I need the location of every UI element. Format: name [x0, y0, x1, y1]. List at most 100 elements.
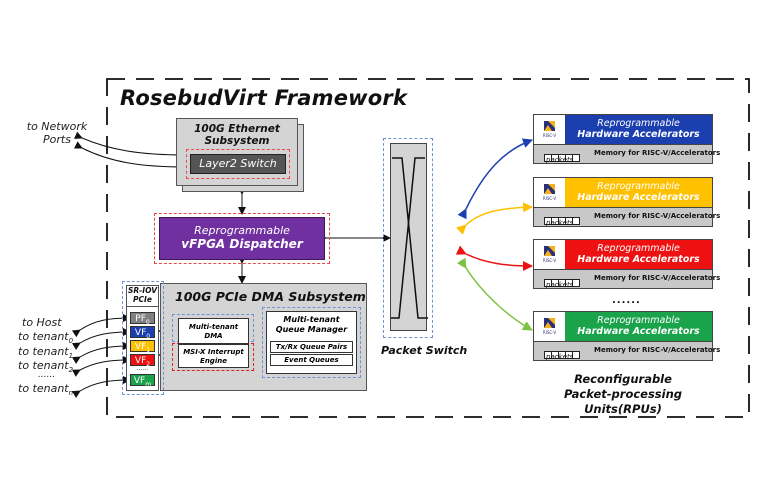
function-sub: 0 [145, 318, 150, 326]
tenant-label-text: to tenant [18, 330, 69, 343]
function-sub: m [145, 380, 152, 388]
network-link-2 [73, 141, 187, 171]
txrx-queue-pairs: Tx/Rx Queue Pairs [270, 341, 353, 353]
framework-title: RosebudVirt Framework [120, 86, 408, 110]
network-link-1 [73, 131, 187, 159]
svg-text:RISC-V: RISC-V [543, 196, 557, 201]
layer2-switch: Layer2 Switch [190, 154, 286, 174]
packet-buffer-icon [544, 272, 580, 291]
rpu-link-green [456, 257, 533, 331]
riscv-logo-icon: RISC-V [534, 240, 566, 269]
sriov-pcie [126, 285, 159, 391]
queue-manager-title: Multi-tenant Queue Manager [266, 315, 357, 335]
tenant-label-n: to tenantn [18, 382, 73, 397]
packets-label: packets [546, 353, 574, 361]
svg-text:RISC-V: RISC-V [543, 330, 557, 335]
riscv-logo-graphic: RISC-V [543, 184, 557, 201]
crossbar-icon [391, 157, 428, 319]
rpu-header-line1: Reprogrammable [597, 118, 680, 129]
tenant-label-sub: 2 [68, 366, 74, 375]
dispatcher-line1: Reprogrammable [194, 224, 290, 237]
rpu-ellipsis: ...... [612, 295, 641, 306]
rpu-header-line2: Hardware Accelerators [577, 192, 700, 203]
tenant-label-sub: 0 [68, 337, 74, 346]
rpu-caption-line1: Reconfigurable [574, 372, 672, 386]
mt-dma-line1: Multi-tenant [188, 323, 239, 331]
function-label: VF [134, 356, 147, 366]
network-label-line2: Ports [43, 133, 71, 146]
packet-buffer-icon [544, 210, 580, 229]
riscv-logo-graphic: RISC-V [543, 318, 557, 335]
ethernet-title-2: Subsystem [204, 135, 270, 147]
rpu-header-line1: Reprogrammable [597, 315, 680, 326]
tenant-label-ellipsis: ...... [38, 370, 56, 380]
function-vf0: VF0 [130, 326, 155, 340]
sriov-title-line1: SR-IOV [128, 286, 157, 295]
rpu-caption: Reconfigurable Packet-processing Units(R… [528, 372, 718, 417]
memory-label: Memory for RISC-V/Accelerators [594, 149, 721, 157]
msix-line2: Engine [200, 357, 227, 365]
dma-title: 100G PCIe DMA Subsystem [175, 289, 366, 304]
dispatcher-line2: vFPGA Dispatcher [181, 237, 303, 251]
rpu-link-yellow [456, 202, 533, 235]
layer2-switch-outline [186, 149, 290, 179]
function-ellipsis: ...... [136, 365, 149, 372]
tenant-label-text: to tenant [18, 359, 69, 372]
queue-manager-outline [262, 307, 361, 378]
rpu-link-blue [457, 138, 533, 220]
packet-switch-label: Packet Switch [381, 344, 468, 357]
svg-text:RISC-V: RISC-V [543, 258, 557, 263]
svg-text:RISC-V: RISC-V [543, 133, 557, 138]
rpu-header-line2: Hardware Accelerators [577, 254, 700, 265]
rpu-header-line2: Hardware Accelerators [577, 326, 700, 337]
packets-label: packets [546, 219, 574, 227]
function-label: VF [134, 342, 147, 352]
tenant-label-text: to tenant [18, 345, 69, 358]
tenant-label-sub: 1 [68, 352, 74, 361]
event-queues: Event Queues [270, 354, 353, 366]
function-label: PF [135, 314, 146, 324]
function-label: VF [134, 328, 147, 338]
function-vf2: VF2 [130, 354, 155, 368]
memory-label: Memory for RISC-V/Accelerators [594, 274, 721, 282]
msix-interrupt-engine: MSI-X Interrupt Engine [178, 344, 249, 368]
packet-buffer-icon [544, 344, 580, 363]
riscv-logo-icon: RISC-V [534, 178, 566, 207]
vfpga-dispatcher: Reprogrammable vFPGA Dispatcher [159, 217, 325, 260]
riscv-logo-icon: RISC-V [534, 312, 566, 341]
packet-switch-outline [383, 138, 433, 338]
rpu-header-line1: Reprogrammable [597, 181, 680, 192]
function-sub: 2 [146, 360, 151, 368]
host-label: to Host [22, 316, 62, 329]
rpu-header-line1: Reprogrammable [597, 243, 680, 254]
tenant-label-text: to tenant [18, 382, 69, 395]
function-label: VF [133, 376, 146, 386]
riscv-logo-graphic: RISC-V [543, 246, 557, 263]
msix-line1: MSI-X Interrupt [183, 348, 244, 356]
rpu-header-line2: Hardware Accelerators [577, 129, 700, 140]
qm-line1: Multi-tenant [283, 315, 340, 324]
function-vf1: VF1 [130, 340, 155, 354]
ethernet-title-1: 100G Ethernet [194, 123, 280, 135]
sriov-title: SR-IOV PCIe [126, 286, 159, 307]
tenant-label-1: to tenant1 [18, 345, 73, 360]
rpu-caption-line2: Packet-processing Units(RPUs) [563, 387, 683, 416]
sriov-outline [122, 281, 164, 395]
function-vfm: VFm [130, 374, 155, 388]
network-label-line1: to Network [26, 120, 88, 133]
packets-label: packets [546, 156, 574, 164]
tenant-label-0: to tenant0 [18, 330, 73, 345]
rpu-link-red [455, 245, 533, 271]
riscv-logo-graphic: RISC-V [543, 121, 557, 138]
mt-dma-line2: DMA [204, 332, 223, 340]
function-sub: 0 [146, 332, 151, 340]
